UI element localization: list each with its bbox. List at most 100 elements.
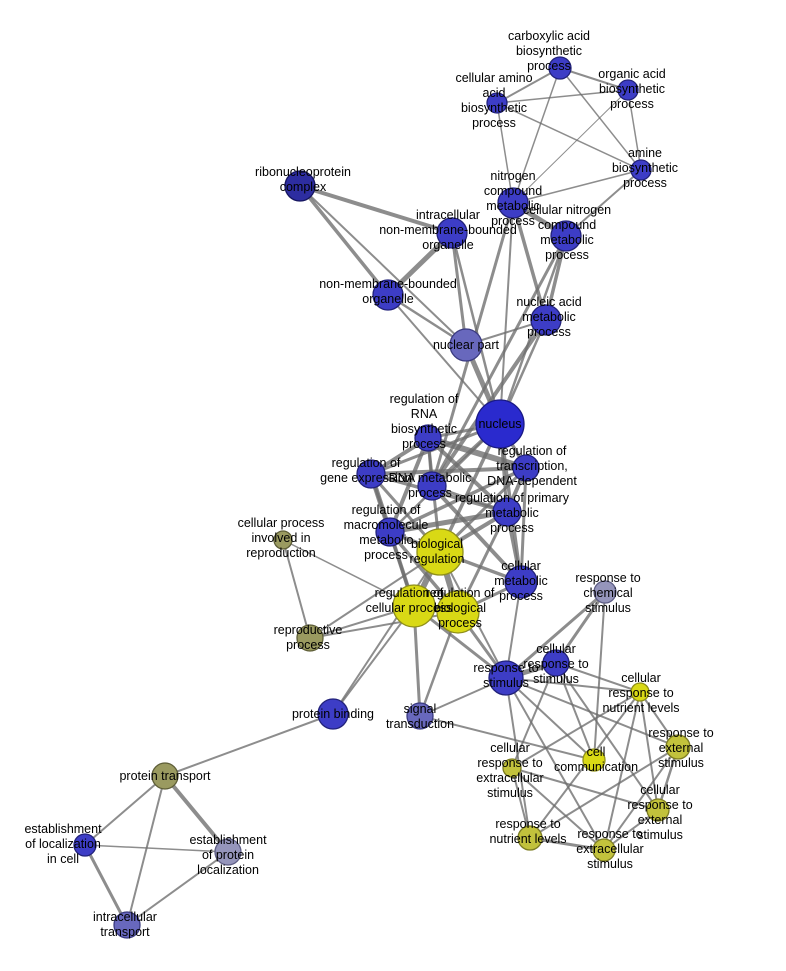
node-label-cellmetabolic: process: [499, 589, 543, 603]
node-label-estloccell: establishment: [24, 822, 102, 836]
node-label-regrna: regulation of: [390, 392, 459, 406]
node-regprimary[interactable]: [492, 497, 522, 527]
node-intraorganelle[interactable]: [436, 217, 468, 249]
edge-organic--amine: [627, 89, 642, 171]
node-ribocomplex[interactable]: [284, 170, 316, 202]
node-label-regmacro: process: [364, 548, 408, 562]
node-nitrogen[interactable]: [497, 187, 529, 219]
node-label-amine: amine: [628, 146, 662, 160]
edge-carboxylic--organic: [559, 67, 629, 91]
node-estloccell[interactable]: [73, 833, 97, 857]
node-label-respextracell: extracellular: [576, 842, 643, 856]
node-amine[interactable]: [630, 159, 652, 181]
node-label-respchemical: chemical: [583, 586, 632, 600]
node-regmacro[interactable]: [375, 517, 405, 547]
node-label-cellnitrogen: cellular nitrogen: [523, 203, 611, 217]
node-label-organic: organic acid: [598, 67, 665, 81]
node-label-regcellular: cellular process: [366, 601, 453, 615]
edge-organic--cellamino: [496, 89, 629, 104]
node-label-estprotloc: localization: [197, 863, 259, 877]
node-label-respstimulus: stimulus: [483, 676, 529, 690]
edge-respstimulus--cellrespnutrient: [505, 677, 641, 693]
node-label-reggene: regulation of: [332, 456, 401, 470]
node-label-regmacro: regulation of: [352, 503, 421, 517]
node-label-nitrogen: nitrogen: [490, 169, 535, 183]
node-cellmetabolic[interactable]: [504, 565, 538, 599]
node-label-nucleicacid: nucleic acid: [516, 295, 581, 309]
edge-organic--nitrogen: [512, 89, 629, 204]
node-organic[interactable]: [617, 79, 639, 101]
node-proteinbinding[interactable]: [317, 698, 349, 730]
node-label-cellrespexternal: cellular: [640, 783, 680, 797]
node-label-carboxylic: biosynthetic: [516, 44, 582, 58]
node-bioreg[interactable]: [416, 528, 464, 576]
node-respnutrient[interactable]: [517, 825, 543, 851]
node-regbiological[interactable]: [436, 590, 480, 634]
edge-ribocomplex--intraorganelle: [298, 184, 454, 235]
node-label-proteinbinding: protein binding: [292, 707, 374, 721]
edge-cellrespnutrient--cellrespexternal: [639, 691, 659, 811]
node-label-carboxylic: carboxylic acid: [508, 29, 590, 43]
node-regcellular[interactable]: [392, 584, 436, 628]
edge-rnametabolic--cellmetabolic: [430, 484, 523, 584]
node-label-cellmetabolic: cellular: [501, 559, 541, 573]
node-label-organic: biosynthetic: [599, 82, 665, 96]
edge-cellrespextracell--cellrespexternal: [511, 767, 659, 811]
node-respchemical[interactable]: [593, 580, 617, 604]
node-label-respnutrient: nutrient levels: [489, 832, 566, 846]
node-label-regprimary: regulation of primary: [455, 491, 570, 505]
node-nucleus[interactable]: [475, 399, 525, 449]
node-label-regtranscription: regulation of: [498, 444, 567, 458]
node-reggene[interactable]: [356, 459, 386, 489]
node-label-cellrespexternal: response to: [627, 798, 692, 812]
node-carboxylic[interactable]: [548, 56, 572, 80]
node-label-nucleicacid: process: [527, 325, 571, 339]
node-label-regtranscription: transcription,: [496, 459, 568, 473]
node-label-cellrespnutrient: response to: [608, 686, 673, 700]
node-signaltrans[interactable]: [406, 702, 434, 730]
node-label-signaltrans: signal: [404, 702, 437, 716]
node-respextracell[interactable]: [592, 838, 616, 862]
edge-proteintransport--estprotloc: [163, 774, 230, 854]
node-label-respextracell: response to: [577, 827, 642, 841]
node-label-cellrespstim: cellular: [536, 642, 576, 656]
edge-regprimary--regmacro: [387, 509, 510, 535]
edge-carboxylic--nitrogen: [512, 67, 561, 204]
node-label-cellcomm: communication: [554, 760, 638, 774]
node-label-cellrespextracell: extracellular: [476, 771, 543, 785]
node-regrna[interactable]: [414, 424, 442, 452]
node-label-estprotloc: of protein: [202, 848, 254, 862]
node-nuclearpart[interactable]: [449, 328, 483, 362]
node-cellrespnutrient[interactable]: [630, 682, 650, 702]
node-label-cellrespexternal: external: [638, 813, 682, 827]
node-nonmembrane[interactable]: [372, 279, 404, 311]
node-label-cellrespextracell: stimulus: [487, 786, 533, 800]
node-cellcomm[interactable]: [582, 748, 606, 772]
node-respstimulus[interactable]: [488, 660, 524, 696]
edge-regtranscription--cellmetabolic: [519, 466, 528, 584]
node-cellnitrogen[interactable]: [550, 220, 582, 252]
node-cellrespextracell[interactable]: [502, 758, 522, 778]
node-proteintransport[interactable]: [151, 762, 179, 790]
node-label-cellrespnutrient: nutrient levels: [602, 701, 679, 715]
node-label-nuclearpart: nuclear part: [433, 338, 500, 352]
node-cellamino[interactable]: [486, 92, 508, 114]
node-cellrespstim[interactable]: [542, 649, 570, 677]
node-cellrespexternal[interactable]: [646, 798, 670, 822]
node-label-cellrespstim: response to: [523, 657, 588, 671]
node-label-carboxylic: process: [527, 59, 571, 73]
node-regtranscription[interactable]: [512, 454, 540, 482]
node-label-respexternal: stimulus: [658, 756, 704, 770]
node-respexternal[interactable]: [665, 734, 691, 760]
node-reproductive[interactable]: [296, 624, 324, 652]
node-intratransport[interactable]: [113, 911, 141, 939]
node-estprotloc[interactable]: [214, 838, 242, 866]
edge-reproductive--bioreg: [309, 551, 441, 639]
node-rnametabolic[interactable]: [417, 471, 447, 501]
node-nucleicacid[interactable]: [530, 304, 562, 336]
edge-reproductive--regbiological: [309, 611, 459, 639]
node-cellprocrepro[interactable]: [273, 530, 293, 550]
edge-cellprocrepro--reproductive: [282, 539, 311, 639]
